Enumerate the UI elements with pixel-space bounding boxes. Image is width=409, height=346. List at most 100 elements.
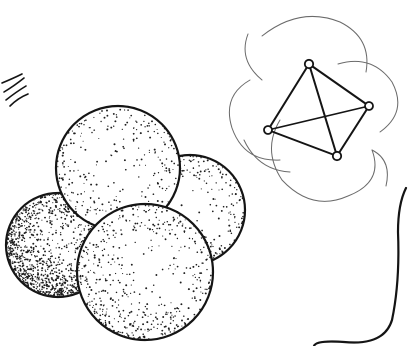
stipple-dot: [88, 296, 89, 297]
stipple-dot: [181, 320, 183, 322]
stipple-dot: [8, 256, 9, 257]
stipple-dot: [242, 212, 244, 214]
stipple-dot: [46, 278, 48, 280]
stipple-dot: [69, 170, 71, 172]
stipple-dot: [21, 225, 23, 227]
stipple-dot: [54, 271, 56, 273]
stipple-dot: [24, 241, 25, 242]
stipple-dot: [50, 258, 51, 259]
stipple-dot: [47, 274, 49, 276]
stipple-dot: [58, 269, 60, 271]
stipple-dot: [201, 230, 203, 232]
stipple-dot: [160, 324, 162, 326]
stipple-dot: [150, 314, 151, 315]
stipple-dot: [53, 195, 54, 196]
stipple-dot: [11, 234, 13, 236]
stipple-dot: [18, 216, 20, 218]
stipple-dot: [46, 284, 47, 285]
stipple-dot: [50, 249, 51, 250]
stipple-dot: [236, 182, 237, 183]
stipple-dot: [99, 308, 100, 309]
stipple-dot: [235, 193, 237, 195]
stipple-dot: [70, 139, 72, 141]
stipple-dot: [27, 214, 28, 215]
stipple-dot: [100, 304, 102, 306]
stipple-dot: [65, 268, 67, 270]
stipple-dot: [145, 205, 147, 207]
stipple-dot: [78, 264, 79, 265]
stipple-dot: [171, 315, 172, 316]
stipple-dot: [98, 230, 100, 232]
stipple-dot: [147, 125, 149, 127]
stipple-dot: [41, 275, 42, 276]
stipple-dot: [37, 276, 39, 278]
stipple-dot: [106, 308, 107, 309]
stipple-dot: [156, 232, 158, 234]
stipple-dot: [93, 251, 94, 252]
stipple-dot: [28, 222, 29, 223]
stipple-dot: [83, 201, 84, 202]
stipple-dot: [34, 237, 35, 238]
stipple-dot: [17, 262, 18, 263]
stipple-dot: [128, 315, 130, 317]
stipple-dot: [162, 316, 164, 318]
stipple-dot: [210, 275, 212, 277]
stipple-dot: [72, 291, 74, 293]
stipple-dot: [116, 200, 118, 202]
stipple-dot: [62, 277, 63, 278]
stipple-dot: [100, 319, 101, 320]
stipple-dot: [72, 131, 73, 132]
stipple-dot: [102, 226, 103, 227]
stipple-dot: [16, 258, 18, 260]
stipple-dot: [144, 154, 145, 155]
stipple-dot: [105, 322, 106, 323]
stipple-dot: [193, 290, 195, 292]
stipple-dot: [37, 282, 38, 283]
stipple-dot: [24, 269, 26, 271]
stipple-dot: [61, 270, 63, 272]
stipple-dot: [63, 208, 65, 210]
stipple-dot: [157, 200, 159, 202]
stipple-dot: [181, 170, 183, 172]
stipple-dot: [46, 288, 48, 290]
stipple-dot: [171, 160, 173, 162]
stipple-dot: [47, 265, 49, 267]
stipple-dot: [18, 238, 19, 239]
stipple-dot: [155, 212, 157, 214]
stipple-dot: [124, 109, 125, 110]
stipple-dot: [205, 169, 206, 170]
stipple-dot: [16, 227, 17, 228]
stipple-dot: [103, 323, 104, 324]
stipple-dot: [156, 217, 157, 218]
stipple-dot: [113, 246, 115, 248]
stipple-dot: [177, 217, 178, 218]
stipple-dot: [15, 267, 16, 268]
stipple-dot: [213, 255, 215, 257]
stipple-dot: [216, 253, 217, 254]
stipple-dot: [137, 314, 138, 315]
stipple-dot: [49, 282, 51, 284]
stipple-dot: [24, 257, 25, 258]
stipple-dot: [178, 222, 180, 224]
stipple-dot: [107, 185, 109, 187]
stipple-dot: [30, 219, 31, 220]
stipple-dot: [164, 170, 165, 171]
stipple-dot: [155, 124, 157, 126]
stipple-dot: [24, 282, 25, 283]
stipple-dot: [85, 226, 86, 227]
stipple-dot: [91, 226, 92, 227]
stipple-dot: [88, 259, 89, 260]
stipple-dot: [10, 227, 11, 228]
stipple-dot: [35, 276, 37, 278]
stipple-dot: [42, 210, 43, 211]
stipple-dot: [148, 125, 149, 126]
stipple-dot: [37, 270, 38, 271]
stipple-dot: [79, 276, 81, 278]
stipple-dot: [179, 215, 180, 216]
stipple-dot: [94, 310, 96, 312]
stipple-dot: [198, 266, 200, 268]
stipple-dot: [200, 280, 202, 282]
stipple-dot: [87, 302, 88, 303]
stipple-dot: [236, 202, 237, 203]
stipple-dot: [79, 262, 81, 264]
